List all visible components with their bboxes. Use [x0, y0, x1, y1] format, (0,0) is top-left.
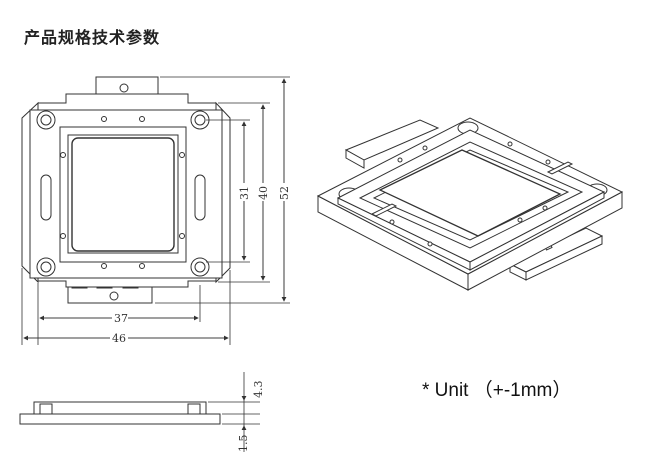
front-view: [21, 76, 231, 304]
dim-31-label: 31: [238, 186, 251, 200]
dim-37-label: 37: [114, 312, 128, 325]
dim-46-label: 46: [112, 332, 126, 345]
unit-note: * Unit （+-1mm）: [422, 380, 572, 401]
isometric-view: [316, 117, 624, 291]
dim-52-label: 52: [278, 186, 291, 200]
side-dimensions: [208, 372, 260, 452]
dim-1-5-label: 1.5: [237, 435, 250, 453]
side-view: [19, 401, 221, 425]
dim-4-3-label: 4.3: [252, 381, 265, 399]
page-title: 产品规格技术参数: [24, 28, 161, 47]
dim-40-label: 40: [257, 186, 270, 200]
